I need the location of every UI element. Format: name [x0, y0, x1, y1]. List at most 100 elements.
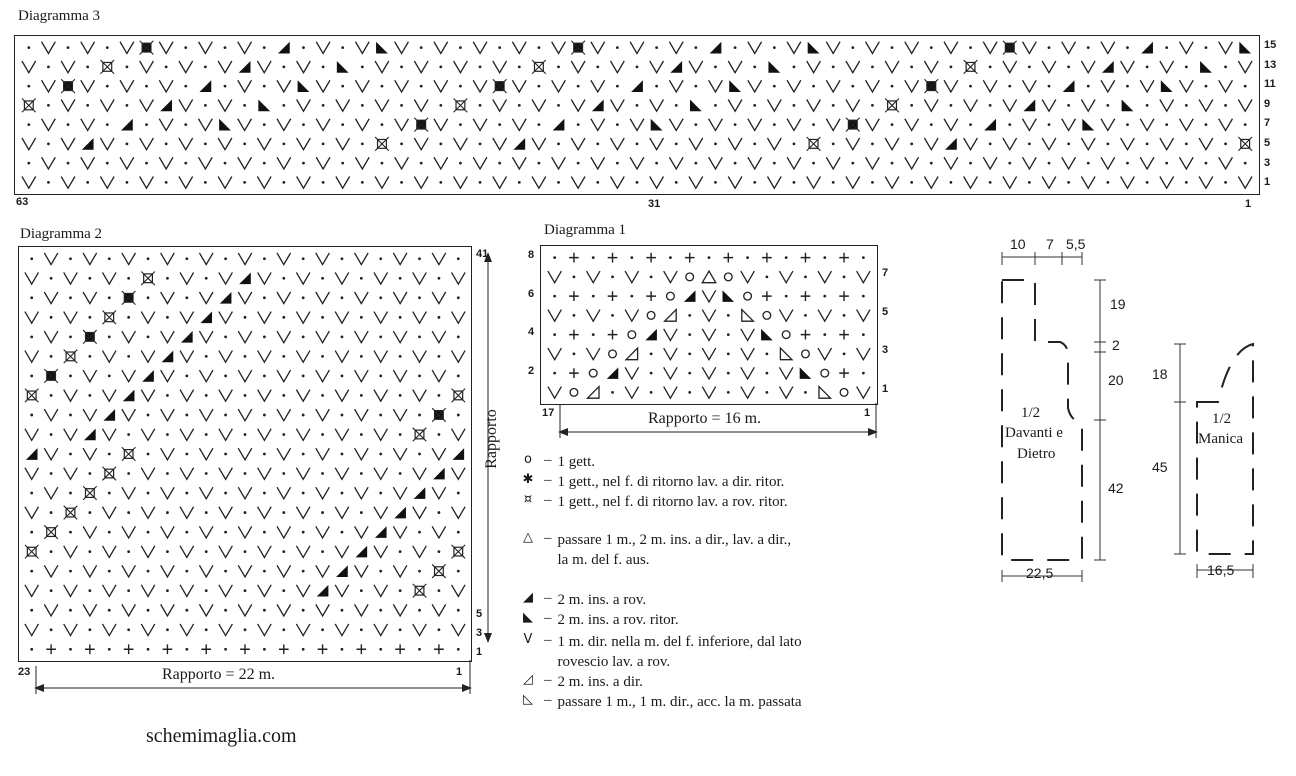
dot-stitch-mark: [929, 46, 933, 50]
dot-stitch-mark: [418, 647, 421, 651]
v-stitch-mark: [179, 428, 195, 442]
legend-text-line: 2 m. ins. a rov.: [557, 592, 647, 608]
front-label-half: 1/2: [1021, 405, 1041, 421]
dot-stitch-mark: [27, 161, 31, 165]
filled-right-triangle-mark: [433, 467, 445, 480]
v-stitch-mark: [663, 367, 678, 381]
yarn-over-mark: [569, 387, 579, 397]
v-stitch-mark: [21, 137, 37, 152]
v-stitch-mark: [392, 330, 408, 344]
v-stitch-mark: [825, 156, 841, 171]
v-stitch-mark: [43, 291, 59, 305]
v-stitch-mark: [218, 389, 233, 403]
dot-stitch-mark: [379, 452, 383, 456]
v-stitch-mark: [82, 525, 98, 540]
v-stitch-mark: [412, 467, 427, 481]
open-star-mark: [451, 544, 466, 559]
dot-stitch-mark: [784, 256, 788, 260]
v-stitch-mark: [296, 137, 311, 152]
v-stitch-mark: [1139, 118, 1155, 132]
v-stitch-mark: [786, 118, 802, 132]
filled-star-mark: [845, 117, 861, 132]
dot-stitch-mark: [890, 123, 894, 127]
dot-stitch-mark: [400, 65, 403, 69]
filled-left-triangle-mark: [768, 60, 781, 73]
legend-item: ◢–2 m. ins. a rov.: [518, 590, 646, 610]
dot-stitch-mark: [765, 371, 769, 375]
dot-stitch-mark: [340, 296, 344, 300]
dot-stitch-mark: [262, 608, 266, 612]
dot-stitch-mark: [635, 142, 639, 146]
filled-star-mark: [82, 329, 98, 345]
v-stitch-mark: [218, 584, 233, 598]
dot-stitch-mark: [437, 394, 441, 397]
legend-text-line: 1 gett., nel f. di ritorno lav. a rov. r…: [557, 494, 788, 510]
dot-stitch-mark: [1224, 103, 1227, 107]
v-stitch-mark: [43, 447, 59, 462]
plus-stitch-mark: [356, 644, 367, 655]
v-stitch-mark: [1198, 176, 1214, 190]
dot-stitch-mark: [69, 335, 72, 339]
dot-stitch-mark: [282, 589, 286, 593]
diagram2-row-1: 1: [476, 646, 483, 658]
dot-stitch-mark: [851, 84, 855, 88]
diagram1-col-1: 1: [864, 407, 871, 419]
v-stitch-mark: [121, 408, 137, 423]
dot-stitch-mark: [572, 352, 576, 356]
filled-right-triangle-mark: [1023, 99, 1036, 112]
v-stitch-mark: [511, 41, 527, 55]
v-stitch-mark: [740, 386, 755, 400]
v-stitch-mark: [63, 467, 78, 481]
plus-stitch-mark: [46, 644, 56, 655]
diagram1-rapporto-bottom: Rapporto = 16 m.: [648, 410, 762, 427]
dot-stitch-mark: [456, 491, 460, 495]
v-stitch-mark: [431, 447, 447, 462]
v-stitch-mark: [649, 99, 665, 113]
v-stitch-mark: [295, 584, 311, 598]
v-stitch-mark: [392, 486, 408, 501]
v-stitch-mark: [701, 328, 717, 342]
dot-stitch-mark: [301, 530, 305, 534]
v-stitch-mark: [740, 367, 755, 381]
v-stitch-mark: [570, 60, 586, 75]
v-stitch-mark: [624, 367, 640, 381]
dot-stitch-mark: [145, 161, 148, 165]
dot-stitch-mark: [437, 589, 441, 593]
dot-stitch-mark: [49, 433, 53, 436]
v-stitch-mark: [629, 156, 645, 171]
v-stitch-mark: [237, 486, 253, 501]
yarn-over-mark: [723, 272, 733, 282]
dot-stitch-mark: [164, 65, 168, 69]
dot-stitch-mark: [321, 315, 324, 319]
front-back-schematic: [1001, 252, 1106, 582]
v-stitch-mark: [63, 545, 78, 559]
filled-left-triangle-mark: [799, 367, 812, 379]
dot-stitch-mark: [753, 65, 757, 69]
v-stitch-mark: [315, 564, 330, 579]
filled-right-triangle-mark: [81, 137, 94, 150]
dot-stitch-mark: [861, 256, 865, 260]
dot-stitch-mark: [224, 647, 228, 651]
legend-text-line: 1 gett., nel f. di ritorno lav. a dir. r…: [557, 474, 785, 490]
dot-stitch-mark: [517, 180, 521, 184]
legend-text-line: rovescio lav. a rov.: [557, 654, 671, 670]
dot-stitch-mark: [1165, 161, 1169, 165]
v-stitch-mark: [1218, 41, 1233, 55]
filled-left-triangle-mark: [650, 118, 663, 131]
dot-stitch-mark: [988, 103, 992, 107]
dot-stitch-mark: [66, 161, 70, 165]
v-stitch-mark: [179, 272, 195, 286]
dot-stitch-mark: [69, 647, 72, 651]
dot-stitch-mark: [1184, 65, 1188, 69]
dot-stitch-mark: [1067, 180, 1071, 184]
v-stitch-mark: [511, 118, 527, 132]
v-stitch-mark: [296, 99, 311, 113]
v-stitch-mark: [160, 447, 175, 462]
yarn-over-mark: [820, 368, 830, 378]
dot-stitch-mark: [674, 180, 678, 184]
dot-stitch-mark: [282, 103, 286, 107]
dot-stitch-mark: [301, 569, 305, 573]
dot-stitch-mark: [537, 84, 541, 88]
dot-stitch-mark: [243, 180, 247, 184]
dot-stitch-mark: [49, 394, 53, 397]
